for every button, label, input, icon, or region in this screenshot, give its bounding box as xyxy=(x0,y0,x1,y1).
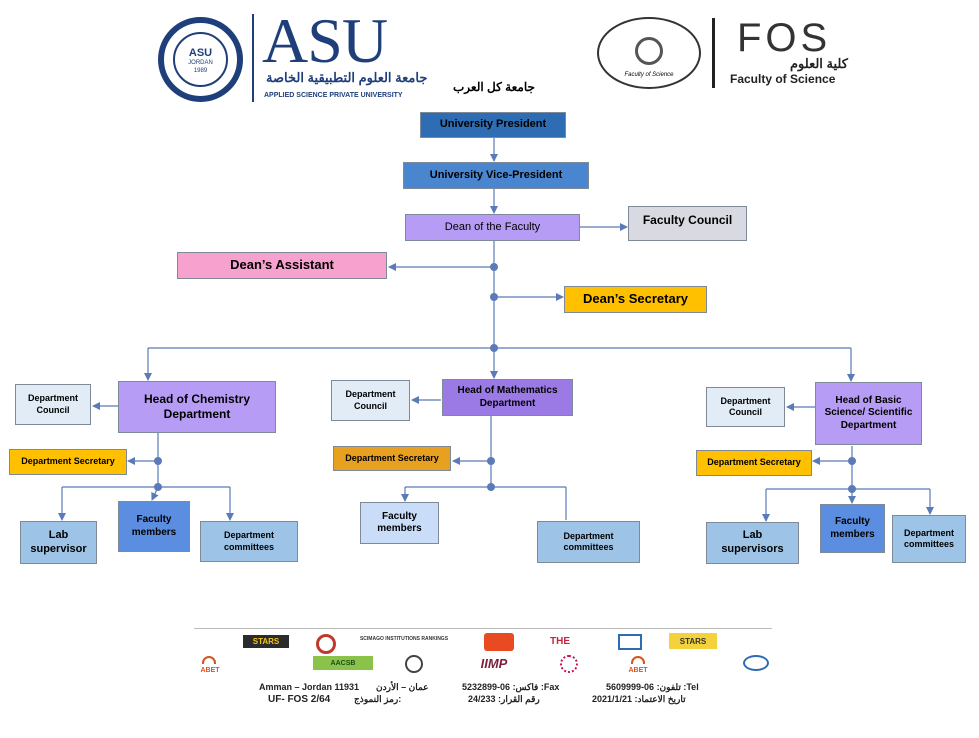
asu-seal-year: 1989 xyxy=(193,68,208,74)
abet-mark-icon-right xyxy=(631,656,645,664)
footer-address-en: Amman – Jordan 11931 xyxy=(259,682,360,692)
basic-science-committees-box: Department committees xyxy=(892,515,966,563)
basic-science-lab-box: Lab supervisors xyxy=(706,522,799,564)
mathematics-faculty-box: Faculty members xyxy=(360,502,439,544)
chemistry-head-box: Head of Chemistry Department xyxy=(118,381,276,433)
mathematics-secretary-box: Department Secretary xyxy=(333,446,451,471)
accreditation-badge-icon xyxy=(316,634,336,654)
footer-decision-no: رقم القرار: 24/233 xyxy=(468,694,540,704)
chemistry-faculty-box: Faculty members xyxy=(118,501,190,552)
abet-mark-icon xyxy=(202,656,216,664)
junction-dot xyxy=(848,485,856,493)
junction-dot xyxy=(490,263,498,271)
junction-dot xyxy=(154,457,162,465)
chemistry-council-box: Department Council xyxy=(15,384,91,425)
deans-secretary-box: Dean’s Secretary xyxy=(564,286,707,313)
footer-address-ar: عمان – الأردن xyxy=(376,682,429,692)
aaeni-badge-icon xyxy=(743,655,769,671)
junction-dot xyxy=(490,293,498,301)
basic-science-secretary-box: Department Secretary xyxy=(696,450,812,476)
asu-logo-wordmark: ASU xyxy=(262,5,388,76)
footer-form-code-label: رمز النموذج: xyxy=(354,694,402,704)
scimago-logo: SCIMAGO INSTITUTIONS RANKINGS xyxy=(359,636,449,642)
ranking-badge-icon xyxy=(618,634,642,650)
aacsb-logo: AACSB xyxy=(313,656,373,670)
flask-icon xyxy=(635,37,663,65)
asu-seal-logo: ASU JORDAN 1989 xyxy=(158,17,243,102)
abet-logo: ABET xyxy=(200,667,220,674)
fos-seal-logo: Faculty of Science xyxy=(597,17,701,89)
fos-english-name: Faculty of Science xyxy=(730,72,836,86)
mathematics-committees-box: Department committees xyxy=(537,521,640,563)
dean-box: Dean of the Faculty xyxy=(405,214,580,241)
fos-logo-wordmark: FOS xyxy=(737,16,832,60)
asu-seal-center: ASU xyxy=(188,47,213,59)
faculty-council-box: Faculty Council xyxy=(628,206,747,241)
chemistry-committees-box: Department committees xyxy=(200,521,298,562)
footer-tel: تلفون: 06-5609999 :Tel xyxy=(606,682,699,692)
slogan: جامعة كل العرب xyxy=(453,80,535,94)
basic-science-faculty-box: Faculty members xyxy=(820,504,885,553)
fos-seal-caption: Faculty of Science xyxy=(624,72,674,78)
mathematics-head-box: Head of Mathematics Department xyxy=(442,379,573,416)
efi-badge-icon xyxy=(484,633,514,651)
footer-approval-date: تاريخ الاعتماد: 2021/1/21 xyxy=(592,694,686,704)
asu-arabic-name: جامعة العلوم التطبيقية الخاصة xyxy=(266,70,428,85)
mathematics-council-box: Department Council xyxy=(331,380,410,421)
fos-logo-divider xyxy=(712,18,715,88)
footer-form-code: UF- FOS 2/64 xyxy=(268,694,331,705)
stars-logo-right: STARS xyxy=(669,633,717,649)
junction-dot xyxy=(848,457,856,465)
chemistry-lab-box: Lab supervisor xyxy=(20,521,97,564)
asu-seal-country: JORDAN xyxy=(188,60,213,66)
footer-fax: فاكس: 06-5232899 :Fax xyxy=(462,682,560,692)
junction-dot xyxy=(487,483,495,491)
the-logo: THE xyxy=(550,635,570,647)
junction-dot xyxy=(487,457,495,465)
stars-logo: STARS xyxy=(243,635,289,648)
seal-badge-icon-2 xyxy=(560,655,578,673)
basic-science-council-box: Department Council xyxy=(706,387,785,427)
chemistry-secretary-box: Department Secretary xyxy=(9,449,127,475)
abet-logo-right: ABET xyxy=(628,667,648,674)
junction-dot xyxy=(490,344,498,352)
seal-badge-icon xyxy=(405,655,423,673)
asu-logo-divider xyxy=(252,14,254,102)
iimp-logo: IIMP xyxy=(480,655,508,671)
university-president-box: University President xyxy=(420,112,566,138)
deans-assistant-box: Dean’s Assistant xyxy=(177,252,387,279)
footer-divider xyxy=(194,628,772,629)
basic-science-head-box: Head of Basic Science/ Scientific Depart… xyxy=(815,382,922,445)
fos-arabic-name: كلية العلوم xyxy=(790,56,848,71)
junction-dot xyxy=(154,483,162,491)
asu-english-name: APPLIED SCIENCE PRIVATE UNIVERSITY xyxy=(264,92,403,99)
university-vice-president-box: University Vice-President xyxy=(403,162,589,189)
